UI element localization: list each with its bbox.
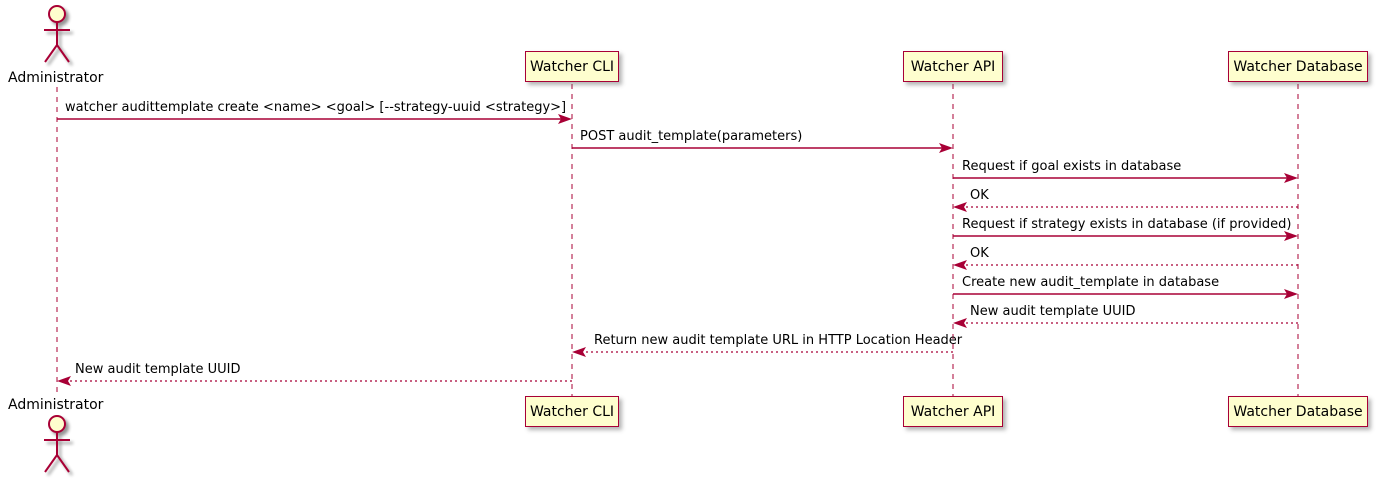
actor-label-administrator-bottom: Administrator [8, 397, 104, 413]
participant-box-watcher-api-top[interactable]: Watcher API [903, 51, 1003, 82]
message-arrow-5 [953, 231, 1298, 241]
message-label-5: Request if strategy exists in database (… [962, 217, 1292, 232]
actor-label-administrator-top: Administrator [8, 70, 104, 86]
message-label-4: OK [970, 188, 989, 203]
message-label-6: OK [970, 246, 989, 261]
participant-label-watcher-api-bottom: Watcher API [910, 403, 996, 420]
message-label-3: Request if goal exists in database [962, 159, 1182, 174]
actor-administrator-bottom [44, 415, 70, 473]
participant-label-watcher-cli-bottom: Watcher CLI [529, 403, 615, 420]
message-arrows [57, 114, 1298, 386]
message-arrow-10 [57, 376, 572, 386]
message-arrow-8 [953, 318, 1298, 328]
participant-label-watcher-cli: Watcher CLI [529, 58, 615, 75]
participant-box-watcher-cli-bottom[interactable]: Watcher CLI [525, 396, 619, 427]
message-label-1: watcher audittemplate create <name> <goa… [65, 100, 567, 115]
message-arrow-3 [953, 173, 1298, 183]
message-label-10: New audit template UUID [75, 362, 241, 377]
message-arrow-9 [572, 347, 953, 357]
message-label-8: New audit template UUID [970, 304, 1136, 319]
lifelines [56, 84, 1299, 396]
message-label-7: Create new audit_template in database [962, 275, 1220, 290]
participant-box-watcher-cli-top[interactable]: Watcher CLI [525, 51, 619, 82]
message-label-9: Return new audit template URL in HTTP Lo… [594, 333, 963, 348]
participant-box-watcher-db-top[interactable]: Watcher Database [1228, 51, 1368, 82]
participant-box-watcher-api-bottom[interactable]: Watcher API [903, 396, 1003, 427]
participant-label-watcher-db-bottom: Watcher Database [1233, 403, 1363, 420]
participant-label-watcher-api: Watcher API [910, 58, 996, 75]
message-arrow-1 [57, 114, 572, 124]
participant-box-watcher-db-bottom[interactable]: Watcher Database [1228, 396, 1368, 427]
participant-label-watcher-db: Watcher Database [1233, 58, 1363, 75]
message-arrow-7 [953, 289, 1298, 299]
actor-administrator-top [44, 5, 70, 63]
message-arrow-4 [953, 202, 1298, 212]
message-label-2: POST audit_template(parameters) [580, 129, 803, 144]
message-arrow-2 [572, 143, 953, 153]
message-arrow-6 [953, 260, 1298, 270]
